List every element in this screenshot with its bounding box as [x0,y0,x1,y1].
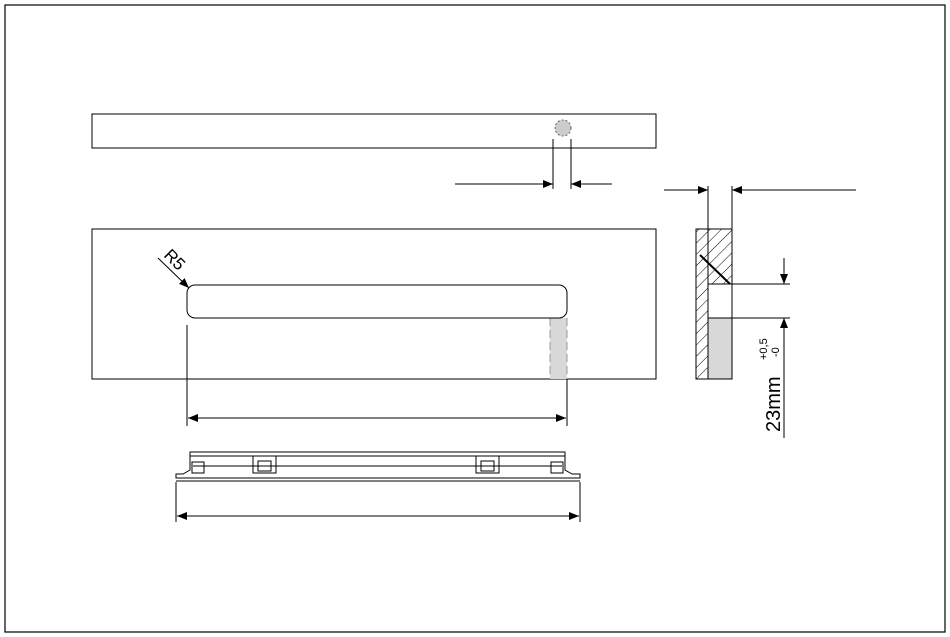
profile-view [176,452,580,522]
hidden-region [550,318,567,379]
slot-opening [187,285,567,318]
section-upper-body [708,229,732,284]
tolerance-plus-label: +0,5 [758,338,770,360]
depth-value-label: 23mm [763,376,785,432]
profile-clip-left [253,456,276,473]
profile-end-pocket-left [192,462,204,473]
section-lower-fill [708,318,732,379]
section-left-wall [696,229,708,379]
profile-clip-right [476,456,499,473]
section-slot-cavity [708,284,732,318]
side-section-view: 23mm +0,5 -0 [664,186,856,438]
top-view [92,114,656,189]
profile-end-pocket-right [551,462,563,473]
drill-hole [555,120,571,136]
front-view: R5 [92,229,656,426]
tolerance-minus-label: -0 [770,347,782,357]
